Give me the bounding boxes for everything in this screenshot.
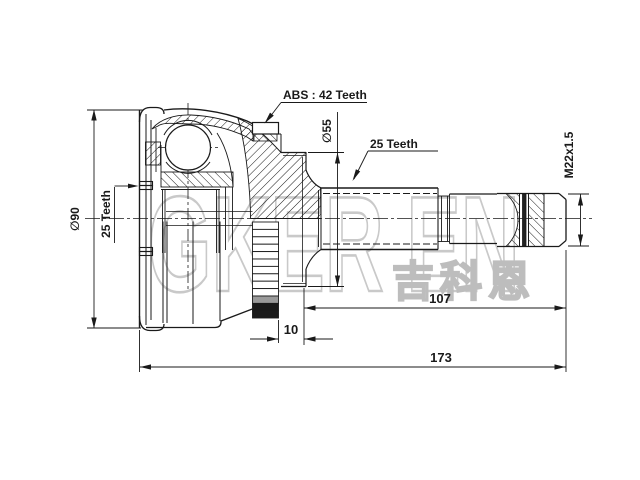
bell-outer-contour-top bbox=[163, 108, 254, 125]
arrowhead bbox=[91, 109, 97, 121]
abs-tooth-ring bbox=[251, 121, 282, 319]
arrowhead bbox=[352, 169, 361, 181]
outer-race-bell bbox=[138, 106, 322, 332]
label-inner-spline-teeth: 25 Teeth bbox=[99, 190, 113, 238]
arrowhead bbox=[264, 112, 274, 124]
end-chamfer-bottom bbox=[558, 240, 567, 247]
arrowhead bbox=[304, 336, 316, 342]
threaded-end bbox=[497, 192, 567, 248]
abs-ring-section bbox=[251, 121, 280, 135]
leader-inner-spline bbox=[114, 183, 139, 243]
dim-outer-diameter bbox=[87, 109, 143, 329]
label-shaft-spline-teeth: 25 Teeth bbox=[370, 137, 418, 151]
arrowhead bbox=[554, 305, 566, 311]
dim-text-ring-offset: 10 bbox=[284, 322, 298, 337]
label-outer-diameter: ∅90 bbox=[68, 207, 82, 231]
arrowhead bbox=[577, 234, 584, 246]
arrowhead bbox=[554, 364, 566, 370]
abs-tooth-strip bbox=[252, 221, 279, 319]
label-abs-teeth: ABS : 42 Teeth bbox=[283, 88, 367, 102]
end-chamfer-top bbox=[558, 193, 567, 200]
drive-shaft bbox=[318, 187, 567, 251]
snap-ring-groove bbox=[438, 194, 450, 244]
arrowhead bbox=[304, 305, 316, 311]
arrowhead bbox=[91, 317, 97, 329]
thread-groove bbox=[522, 193, 527, 247]
leader-shaft-spline bbox=[352, 150, 438, 181]
bell-outer-contour-bottom bbox=[146, 308, 253, 329]
cage-arc-lower bbox=[165, 161, 211, 174]
shaft-fillet-top bbox=[305, 169, 322, 189]
arrowhead bbox=[140, 364, 151, 370]
arrowhead bbox=[334, 152, 341, 164]
arrowhead bbox=[334, 275, 341, 287]
dim-text-overall-length: 173 bbox=[430, 350, 452, 365]
label-thread-spec: M22x1.5 bbox=[562, 131, 576, 178]
thread-runout-section bbox=[504, 193, 520, 247]
bell-top-tab bbox=[138, 106, 165, 123]
abs-ring-teeth-section bbox=[253, 133, 278, 142]
label-boot-seat-diameter: ∅55 bbox=[320, 119, 334, 143]
dim-shaft-length bbox=[303, 250, 567, 372]
dim-overall-length bbox=[139, 330, 566, 372]
bearing-ball bbox=[164, 124, 212, 171]
arrowhead bbox=[267, 336, 278, 342]
shaft-fillet-bottom bbox=[305, 249, 322, 270]
dim-ring-offset bbox=[250, 320, 333, 343]
cage-arc-upper bbox=[163, 119, 213, 136]
bell-rim-wall-section bbox=[145, 141, 161, 166]
watermark-cn-text: 吉科恩 bbox=[392, 258, 536, 305]
arrowhead bbox=[128, 183, 139, 189]
inner-race-section bbox=[160, 171, 234, 188]
dim-text-shaft-length: 107 bbox=[429, 291, 451, 306]
dimensions bbox=[87, 102, 589, 372]
dim-thread bbox=[568, 193, 589, 247]
inner-spline-teeth-section bbox=[138, 180, 154, 257]
leader-abs bbox=[264, 102, 367, 124]
thread-section-hatch bbox=[528, 193, 545, 247]
arrowhead bbox=[577, 194, 584, 206]
dim-boot-seat-diameter bbox=[308, 112, 344, 287]
